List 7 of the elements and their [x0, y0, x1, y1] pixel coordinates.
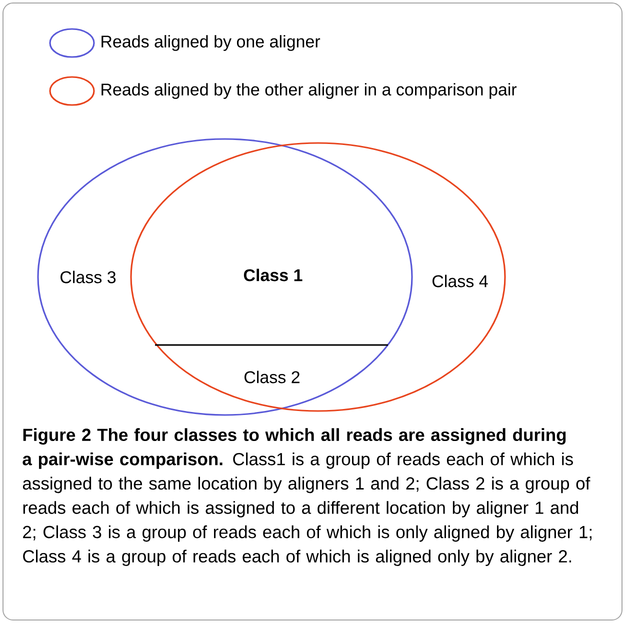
caption: Figure 2 The four classes to which all reads are assigned during a pair-wise comparison. Class1 is a group of reads each of which is assigned to the same location by aligners 1 and 2; Class 2 is a group of reads each of which is assigned to a different location by aligner 1 and 2; Class 3 is a group of reads each of which is only aligned by aligner 1; Class 4 is a group of reads each of which is aligned only by aligner 2.	[22, 428, 592, 566]
class-label: Class 3	[60, 270, 116, 284]
legend-text: Reads aligned by one aligner	[102, 35, 320, 51]
class-label: Class 1	[244, 268, 302, 282]
class-label: Class 2	[244, 370, 300, 384]
class-label: Class 4	[432, 274, 488, 288]
legend-text: Reads aligned by the other aligner in a comparison pair	[102, 83, 517, 99]
